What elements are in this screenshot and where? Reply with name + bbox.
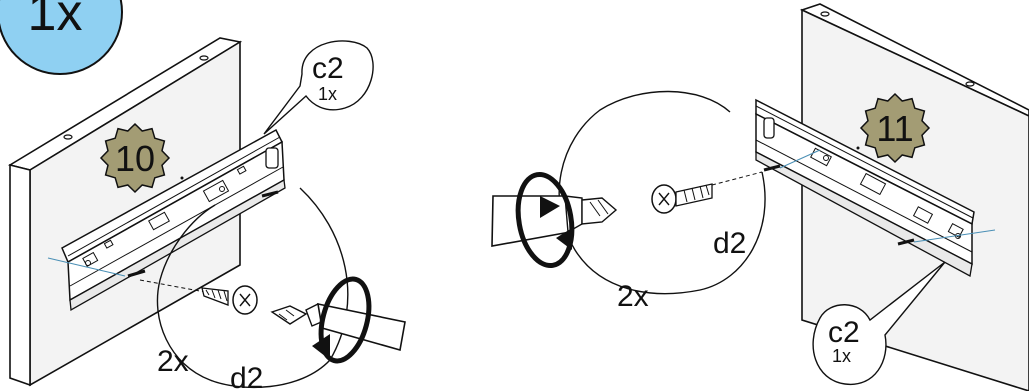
screw-icon bbox=[763, 149, 996, 246]
quantity-badge: 1x bbox=[0, 0, 123, 75]
callout-part-qty: 1x bbox=[832, 346, 851, 366]
detail-qty-label: 2x bbox=[157, 345, 189, 378]
callout-part-code: c2 bbox=[828, 316, 860, 349]
guide-line bbox=[711, 171, 763, 186]
screw-icon bbox=[201, 285, 258, 315]
rotation-arrow-icon bbox=[515, 171, 575, 269]
detail-circle bbox=[558, 90, 766, 295]
quantity-badge-circle bbox=[0, 0, 123, 75]
screw-icon bbox=[651, 183, 713, 214]
screw-icon bbox=[47, 190, 279, 278]
drawer-slide-icon bbox=[61, 128, 286, 312]
callout-part-code: c2 bbox=[312, 52, 344, 85]
quantity-badge-text: 1x bbox=[28, 0, 83, 42]
step-number: 11 bbox=[876, 108, 913, 149]
rotation-arrow-icon bbox=[312, 276, 372, 364]
callout-part-qty: 1x bbox=[318, 84, 337, 104]
step-10-illustration: 2x d2 10 c2 1x bbox=[7, 37, 406, 391]
detail-qty-label: 2x bbox=[617, 280, 649, 313]
step-badge-icon: 11 bbox=[859, 92, 931, 164]
part-callout: c2 1x bbox=[263, 40, 374, 135]
step-badge-icon: 10 bbox=[99, 122, 171, 194]
part-callout: c2 1x bbox=[812, 261, 946, 385]
detail-screw-label: d2 bbox=[713, 227, 746, 260]
drawer-slide-icon bbox=[755, 98, 975, 278]
step-11-illustration: d2 2x 11 c2 1x bbox=[491, 3, 1029, 391]
step-number: 10 bbox=[115, 138, 155, 179]
detail-screw-label: d2 bbox=[230, 362, 263, 391]
